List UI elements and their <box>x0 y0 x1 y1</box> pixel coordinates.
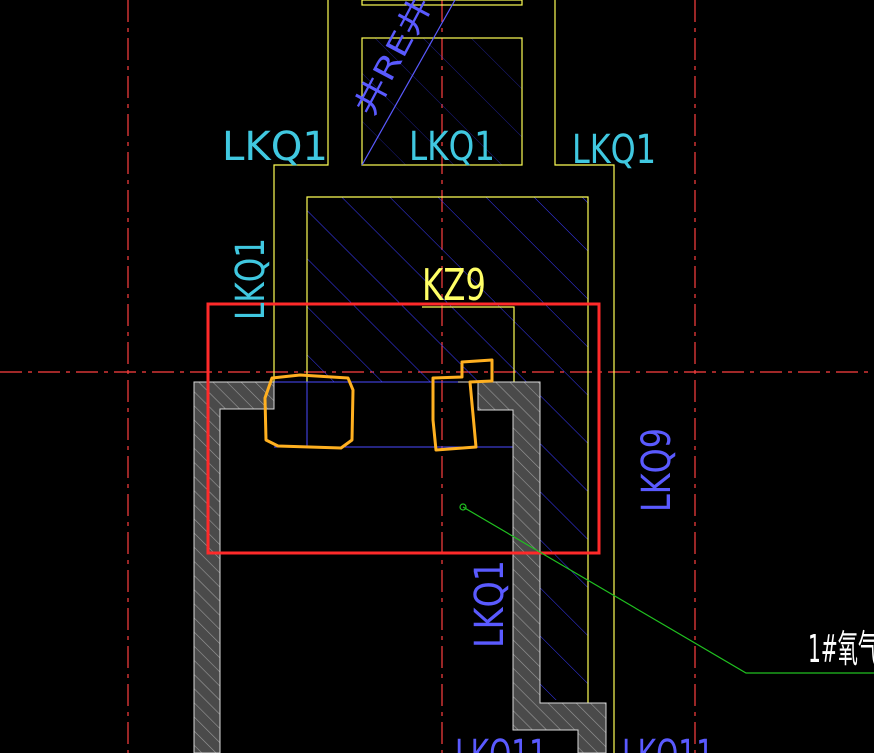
diagonal-line <box>361 0 456 166</box>
yellow-outlines <box>273 0 615 753</box>
leader-point <box>459 503 467 511</box>
outline-left <box>273 0 329 382</box>
label-lkq1-left: LKQ1 <box>222 124 328 170</box>
label-lkq9: LKQ9 <box>634 428 680 512</box>
hatched-wall-area <box>307 38 588 700</box>
marker-left <box>263 373 355 450</box>
label-lkq1-right: LKQ1 <box>572 127 656 173</box>
label-kz9: KZ9 <box>422 260 486 311</box>
label-lkq11-bottom-a: LKQ11 <box>455 732 547 753</box>
label-lkq1-lower: LKQ1 <box>467 560 513 648</box>
grey-walls <box>193 381 607 753</box>
label-lkq1-mid: LKQ1 <box>409 124 495 170</box>
label-lkq11-bottom-b: LKQ11 <box>622 732 714 753</box>
outline-right <box>554 0 615 753</box>
outline-top-box <box>361 0 523 6</box>
label-callout: 1#氧气 <box>808 627 874 671</box>
outline-kz9-inner <box>422 306 515 382</box>
marker-right <box>431 358 494 452</box>
label-lkq1-vertical: LKQ1 <box>228 238 274 320</box>
leader-line <box>462 506 874 674</box>
outline-kz9 <box>306 196 589 753</box>
hand-drawn-markers <box>263 358 494 452</box>
selection-highlight-box[interactable] <box>206 302 601 555</box>
callout-leader <box>459 503 874 674</box>
outline-mid-box <box>361 37 523 166</box>
